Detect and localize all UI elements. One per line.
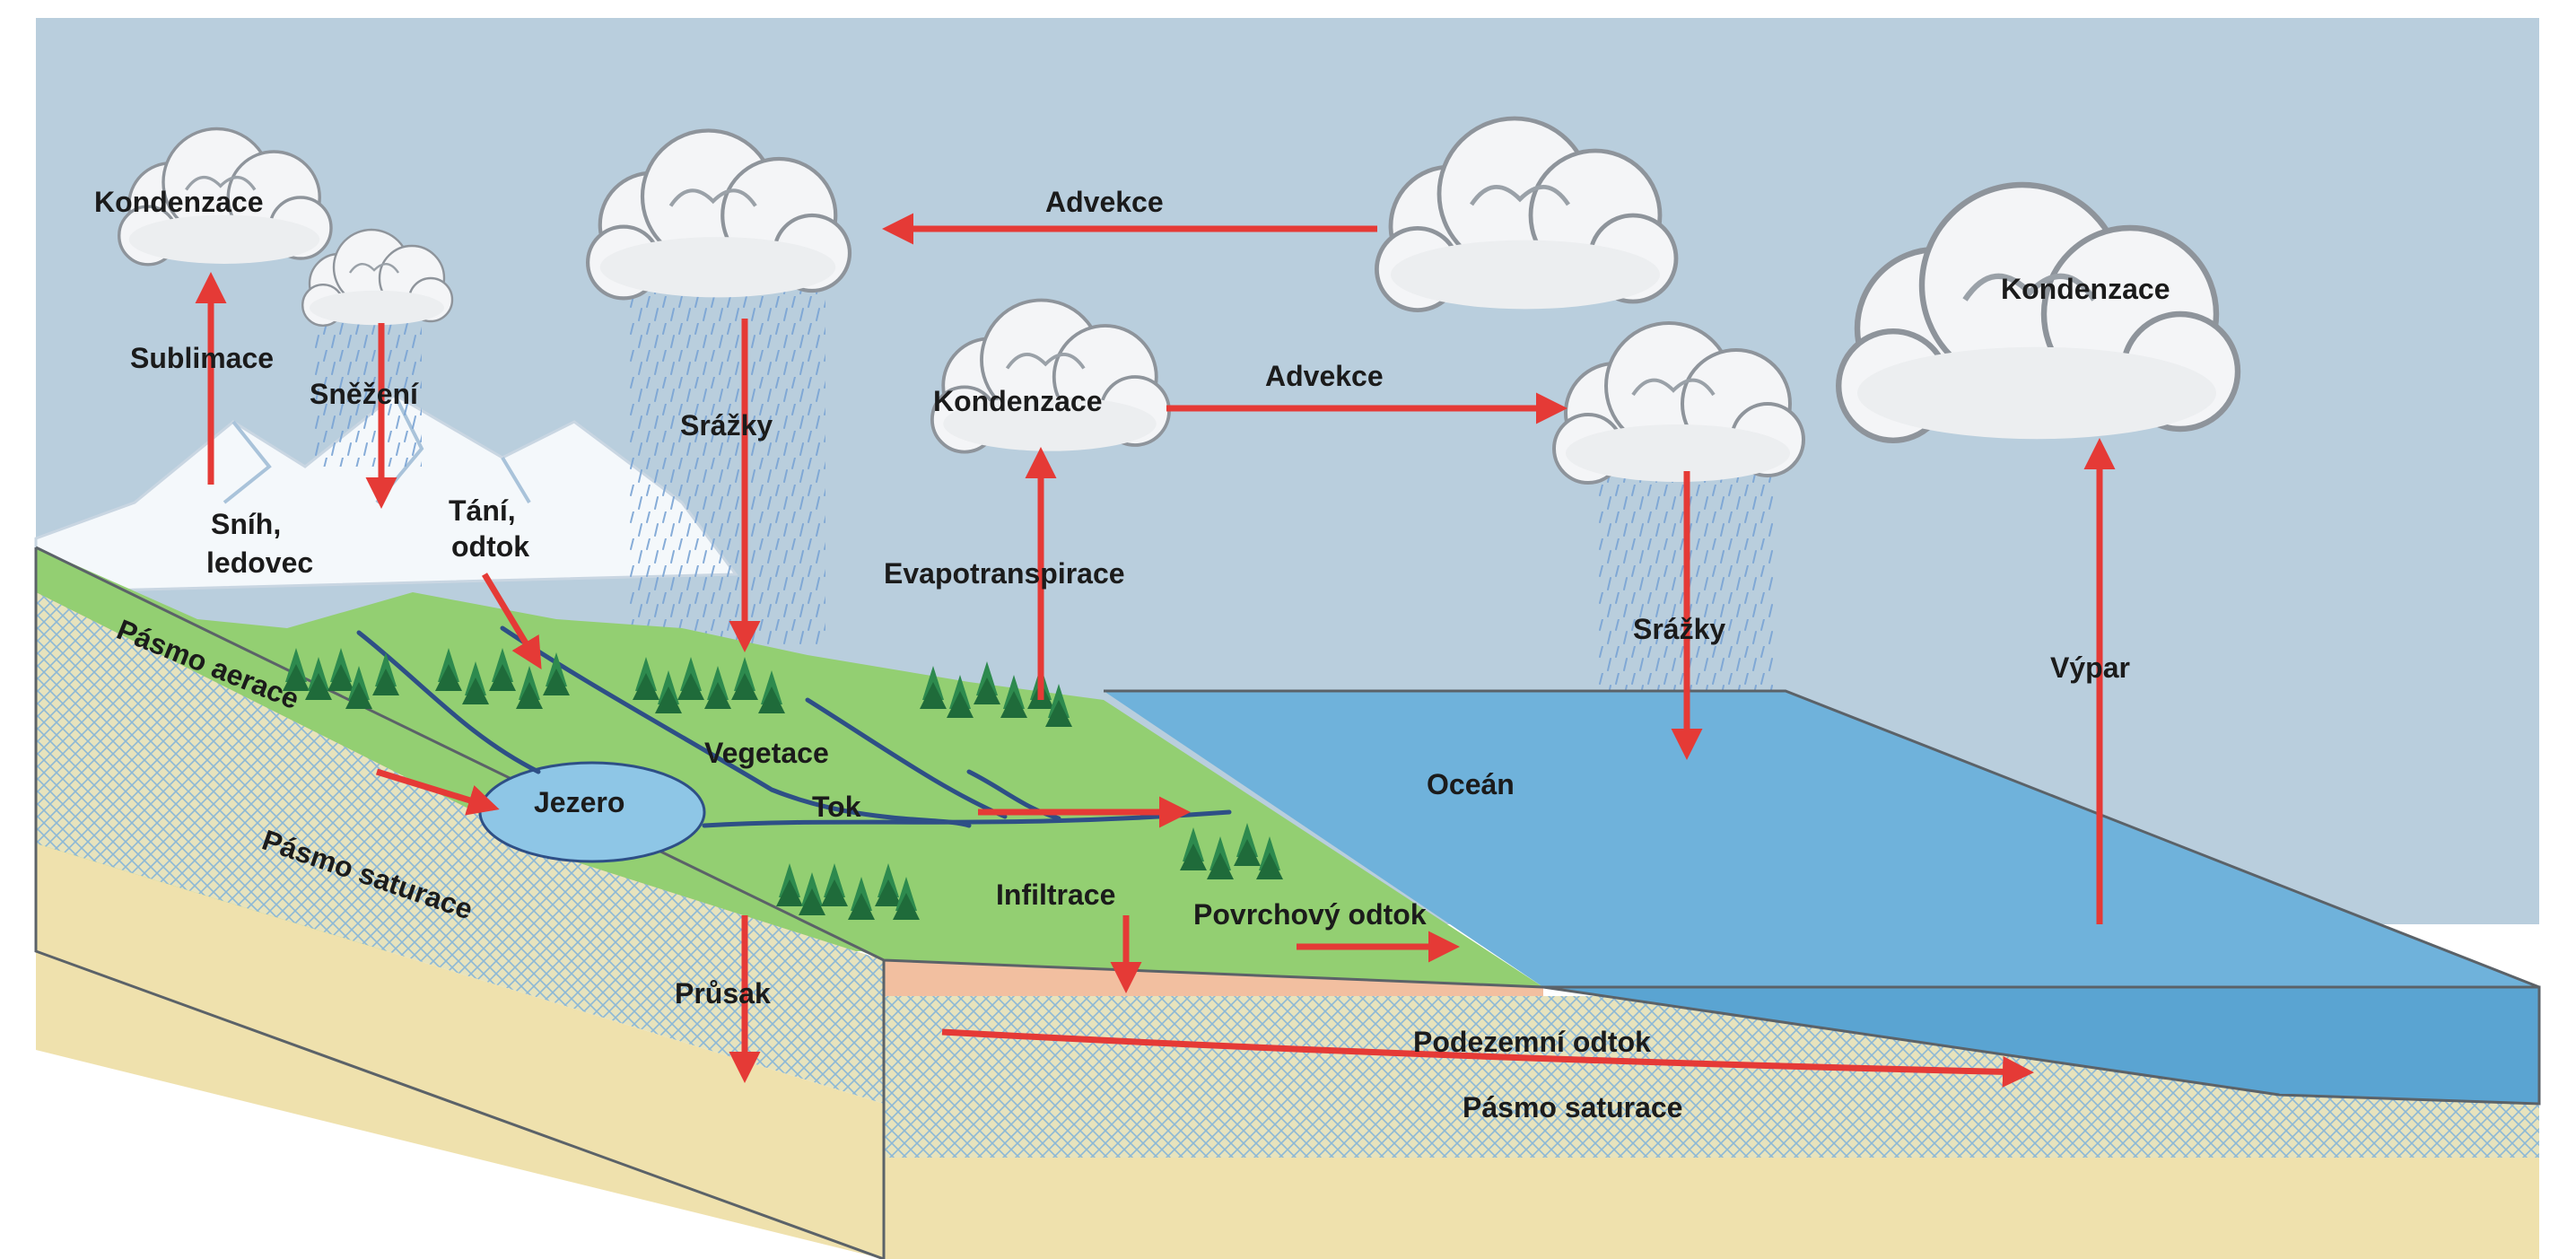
label-snih: Sníh, [211,508,281,540]
label-vypar: Výpar [2050,651,2130,684]
label-kondenzace-2: Kondenzace [933,385,1102,417]
label-kondenzace-3: Kondenzace [2001,273,2170,305]
label-advekce-1: Advekce [1045,186,1164,218]
label-prusak: Průsak [675,977,771,1010]
label-vegetace: Vegetace [704,737,829,769]
label-ledovec: ledovec [206,546,313,579]
label-evapotranspirace: Evapotranspirace [884,557,1125,590]
label-jezero: Jezero [534,786,624,818]
label-srazky-1: Srážky [680,409,773,442]
label-infiltrace: Infiltrace [996,879,1115,911]
label-kondenzace-1: Kondenzace [94,186,263,218]
bedrock-front [884,1158,2539,1259]
label-sublimace: Sublimace [130,342,274,374]
label-povrchovy-odtok: Povrchový odtok [1193,898,1427,931]
label-advekce-2: Advekce [1265,360,1384,392]
label-podzemni-odtok: Podezemní odtok [1413,1026,1651,1058]
rain-icon [628,269,825,646]
label-snezeni: Sněžení [310,378,419,410]
label-pasmo-saturace-2: Pásmo saturace [1463,1091,1682,1123]
label-srazky-2: Srážky [1633,613,1725,645]
label-odtok: odtok [451,530,529,563]
label-tani: Tání, [449,494,516,527]
label-ocean: Oceán [1427,768,1515,800]
label-tok: Tok [812,791,861,823]
